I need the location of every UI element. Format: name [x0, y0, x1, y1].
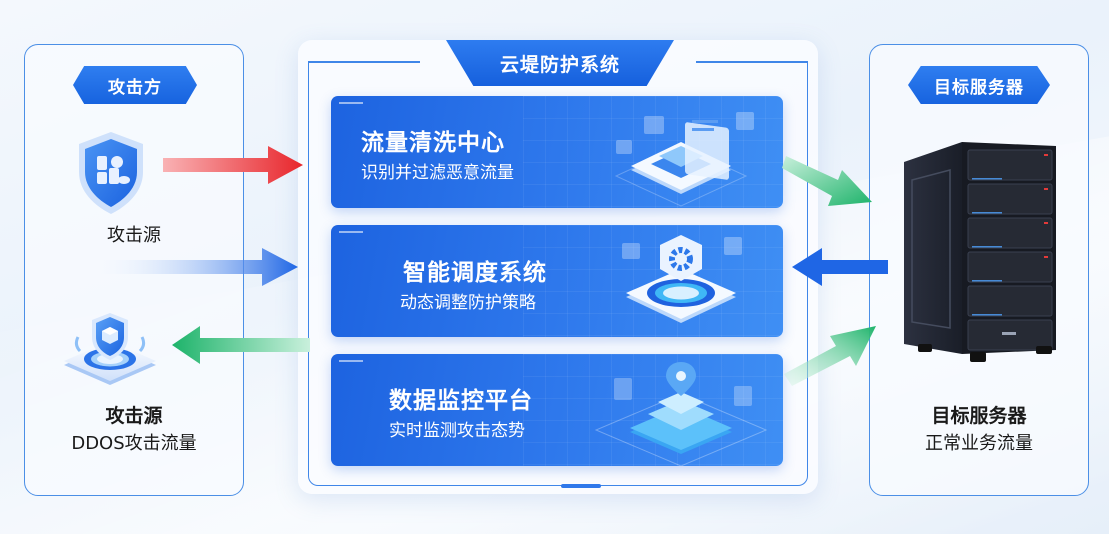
accent-line [339, 231, 363, 233]
accent-line [339, 360, 363, 362]
attacker-to-dispatch-arrow [100, 248, 298, 286]
attack-source-subtitle: DDOS攻击流量 [71, 433, 197, 454]
shield-icon [75, 130, 147, 216]
server-badge: 目标服务器 [908, 66, 1050, 104]
frame-divider [308, 61, 420, 63]
gear-shield-icon [622, 235, 742, 323]
clean-traffic-arrow-top [782, 156, 872, 206]
attacker-badge: 攻击方 [73, 66, 197, 104]
server-panel: 目标服务器 [869, 44, 1089, 496]
cleaning-platform-icon [614, 112, 754, 207]
module-title: 流量清洗中心 [361, 130, 505, 156]
module-smart-dispatch[interactable]: 智能调度系统 动态调整防护策略 [331, 225, 783, 337]
monitoring-stack-icon [594, 362, 768, 466]
grid-decoration [523, 354, 783, 466]
module-subtitle: 实时监测攻击态势 [389, 421, 525, 441]
module-subtitle: 动态调整防护策略 [400, 293, 536, 313]
shield-platform-icon [60, 307, 160, 393]
grid-decoration [523, 225, 783, 337]
attack-source-title: 攻击源 [105, 405, 163, 427]
server-title: 目标服务器 [931, 405, 1027, 427]
attack-source-label: 攻击源 [107, 225, 161, 246]
module-traffic-cleaning[interactable]: 流量清洗中心 识别并过滤恶意流量 [331, 96, 783, 208]
frame-bottom-mark [561, 484, 601, 488]
server-rack-icon [904, 142, 1056, 362]
module-title: 智能调度系统 [403, 260, 547, 286]
grid-decoration [523, 96, 783, 208]
server-to-dispatch-arrow [792, 248, 888, 286]
system-title: 云堤防护系统 [446, 40, 674, 86]
protection-system-frame: 云堤防护系统 流量清洗中心 识别并过滤恶意流量 智能调度系统 动态调整防护策略 [298, 40, 818, 494]
module-title: 数据监控平台 [389, 388, 533, 414]
module-subtitle: 识别并过滤恶意流量 [361, 163, 514, 183]
clean-traffic-arrow-bottom [784, 326, 876, 386]
return-to-source-arrow [172, 326, 310, 364]
module-data-monitoring[interactable]: 数据监控平台 实时监测攻击态势 [331, 354, 783, 466]
server-subtitle: 正常业务流量 [925, 433, 1033, 454]
accent-line [339, 102, 363, 104]
attack-traffic-arrow [163, 146, 303, 184]
frame-divider [696, 61, 808, 63]
